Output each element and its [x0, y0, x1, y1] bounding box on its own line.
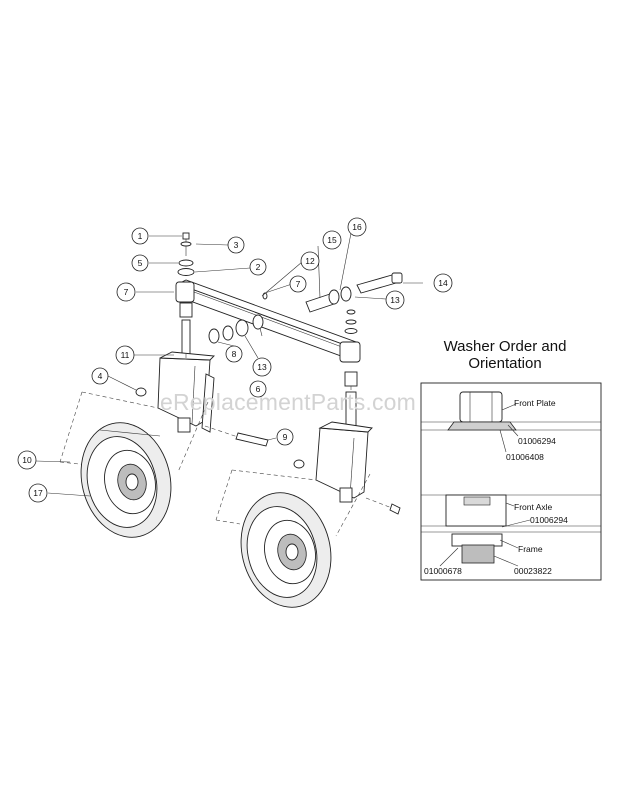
axle-beam [175, 279, 361, 363]
watermark: eReplacementParts.com [160, 389, 417, 415]
label-part-01000678: 01000678 [424, 566, 462, 576]
left-caster-fork [135, 351, 215, 433]
washer-order-inset [420, 382, 602, 581]
callout-label: 13 [257, 362, 267, 372]
callout-label: 10 [22, 455, 32, 465]
callout-16: 16 [347, 217, 367, 237]
pivot-bolt [305, 272, 403, 313]
left-wheel [80, 422, 172, 538]
label-part-01006408: 01006408 [506, 452, 544, 462]
callout-17: 17 [28, 483, 48, 503]
callout-7-left: 7 [116, 282, 136, 302]
callout-3: 3 [227, 236, 245, 254]
inset-title-line1: Washer Order and [443, 338, 567, 355]
callout-label: 17 [33, 488, 43, 498]
leader-lines [35, 227, 423, 497]
callout-14: 14 [433, 273, 453, 293]
callout-label: 3 [234, 240, 239, 250]
label-front-plate: Front Plate [514, 398, 556, 408]
callout-1: 1 [131, 227, 149, 245]
callout-label: 6 [256, 384, 261, 394]
callout-label: 13 [390, 295, 400, 305]
label-part-01006294-top: 01006294 [518, 436, 556, 446]
left-pivot-stack [177, 232, 195, 355]
callout-4: 4 [91, 367, 109, 385]
callout-label: 4 [98, 371, 103, 381]
callout-label: 11 [121, 350, 130, 360]
callout-label: 1 [138, 231, 143, 241]
callout-12: 12 [300, 251, 320, 271]
callout-8: 8 [225, 345, 243, 363]
inset-title-line2: Orientation [468, 355, 542, 372]
callout-label: 8 [232, 349, 237, 359]
callout-10: 10 [17, 450, 37, 470]
callout-label: 7 [124, 287, 129, 297]
callout-5: 5 [131, 254, 149, 272]
callout-label: 14 [438, 278, 448, 288]
callout-2: 2 [249, 258, 267, 276]
callout-11: 11 [115, 345, 135, 365]
callout-6: 6 [249, 380, 267, 398]
callout-15: 15 [322, 230, 342, 250]
callout-label: 9 [283, 432, 288, 442]
callout-9: 9 [276, 428, 294, 446]
callout-label: 7 [296, 279, 301, 289]
label-front-axle: Front Axle [514, 502, 553, 512]
label-part-00023822: 00023822 [514, 566, 552, 576]
callout-label: 12 [305, 256, 315, 266]
callout-13-lower: 13 [252, 357, 272, 377]
fork-axle-bolts [204, 425, 401, 515]
inset-title: Washer Order and Orientation [426, 338, 584, 372]
right-caster-fork [293, 421, 373, 503]
center-washers [208, 292, 268, 344]
callout-label: 16 [352, 222, 362, 232]
callout-13-upper: 13 [385, 290, 405, 310]
callout-label: 2 [256, 262, 261, 272]
callout-label: 5 [138, 258, 143, 268]
callout-7-right: 7 [289, 275, 307, 293]
label-frame: Frame [518, 544, 543, 554]
label-part-01006294-mid: 01006294 [530, 515, 568, 525]
callout-label: 15 [327, 235, 337, 245]
right-wheel [240, 492, 332, 608]
